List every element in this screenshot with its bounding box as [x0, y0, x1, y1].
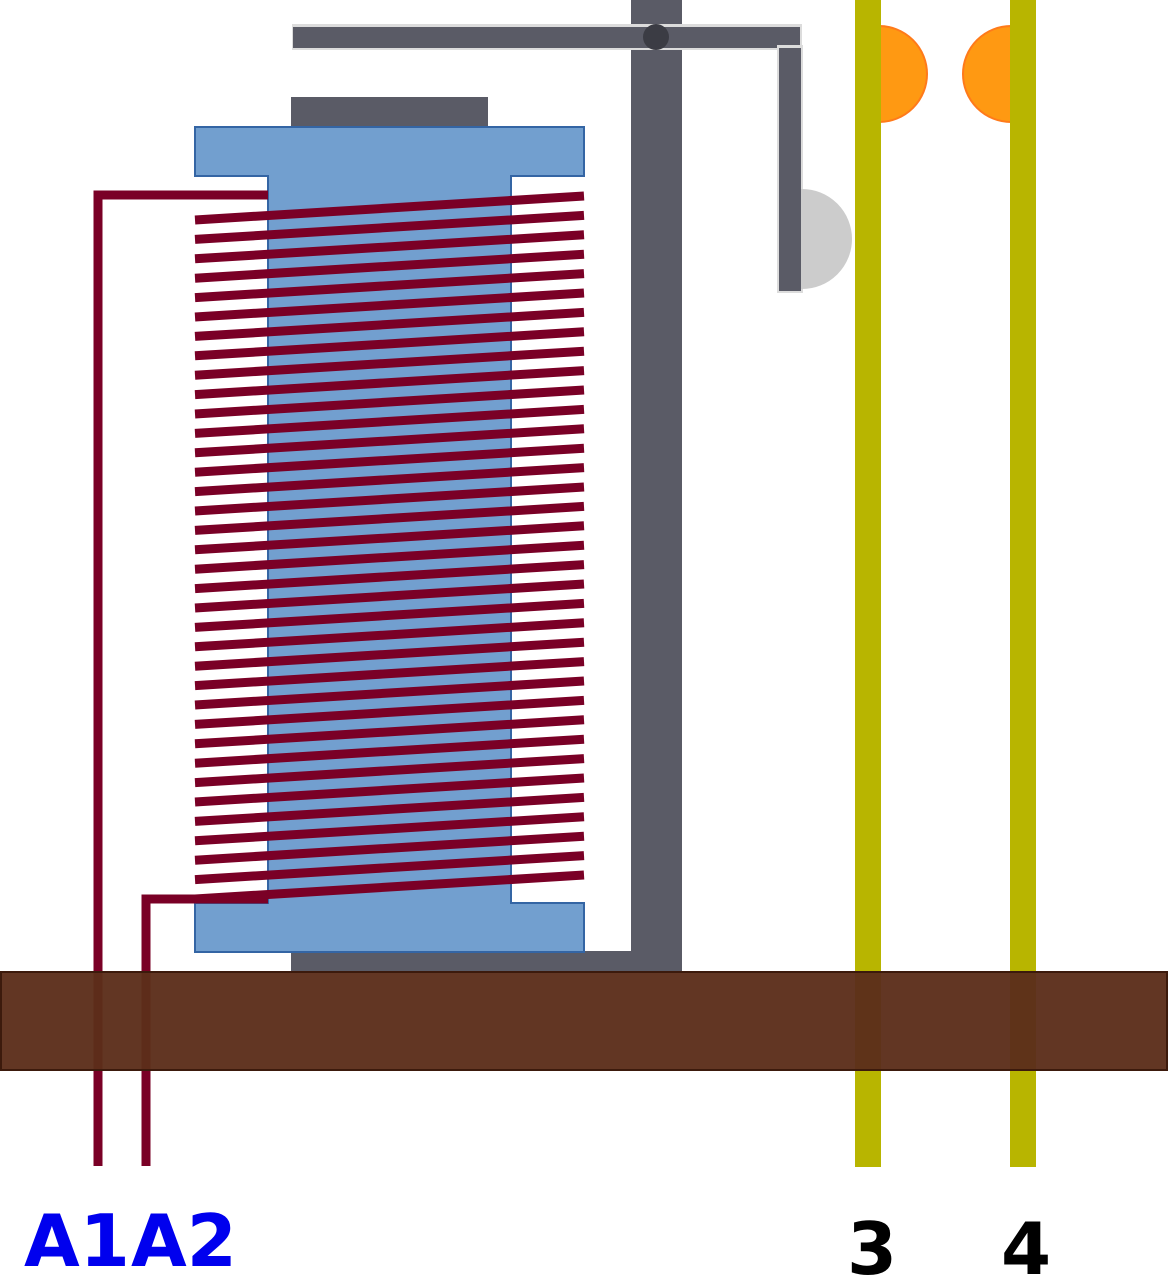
- winding-turn: [194, 812, 585, 846]
- contact-tip-4: [962, 24, 1012, 124]
- terminal-label-4: 4: [1001, 1207, 1051, 1280]
- winding-turn: [194, 191, 585, 225]
- winding-turn: [194, 792, 585, 826]
- winding-turn: [194, 346, 585, 380]
- winding-turn: [194, 851, 585, 885]
- winding-turn: [194, 734, 585, 768]
- lead-wire-a1: [93, 190, 268, 1166]
- winding-turn: [194, 676, 585, 710]
- winding-turn: [194, 366, 585, 400]
- armature-arm: [293, 27, 800, 48]
- lead-wire-a2: [141, 894, 268, 1166]
- terminal-label-a2: A2: [131, 1199, 237, 1280]
- winding-turn: [194, 540, 585, 574]
- armature-drop: [779, 48, 801, 291]
- winding-turn: [194, 715, 585, 749]
- base-plate: [0, 971, 1168, 1071]
- winding-turn: [194, 773, 585, 807]
- core-top-cap: [291, 97, 488, 129]
- winding-turn: [194, 230, 585, 264]
- contact-tip-3: [878, 24, 928, 124]
- winding-turn: [194, 754, 585, 788]
- winding-turn: [194, 404, 585, 438]
- winding-turn: [194, 579, 585, 613]
- winding-turn: [194, 695, 585, 729]
- winding-turn: [194, 521, 585, 555]
- winding-turn: [194, 307, 585, 341]
- winding-turn: [194, 424, 585, 458]
- winding-turn: [194, 501, 585, 535]
- winding-turn: [194, 385, 585, 419]
- winding-turn: [194, 269, 585, 303]
- winding-turn: [194, 210, 585, 244]
- winding-turn: [194, 249, 585, 283]
- winding-turn: [194, 288, 585, 322]
- yoke-bottom-bar: [291, 951, 682, 973]
- winding-turn: [194, 327, 585, 361]
- terminal-label-3: 3: [847, 1207, 897, 1280]
- winding-turn: [194, 443, 585, 477]
- winding-turn: [194, 618, 585, 652]
- armature-pivot: [643, 24, 669, 50]
- winding-turn: [194, 657, 585, 691]
- winding-turn: [194, 560, 585, 594]
- winding-turn: [194, 598, 585, 632]
- yoke-vertical: [631, 0, 682, 973]
- winding-turn: [194, 463, 585, 497]
- winding-turn: [194, 831, 585, 865]
- terminal-label-a1: A1: [24, 1199, 130, 1280]
- armature-pad: [801, 188, 852, 290]
- winding-turn: [194, 637, 585, 671]
- winding-turn: [194, 482, 585, 516]
